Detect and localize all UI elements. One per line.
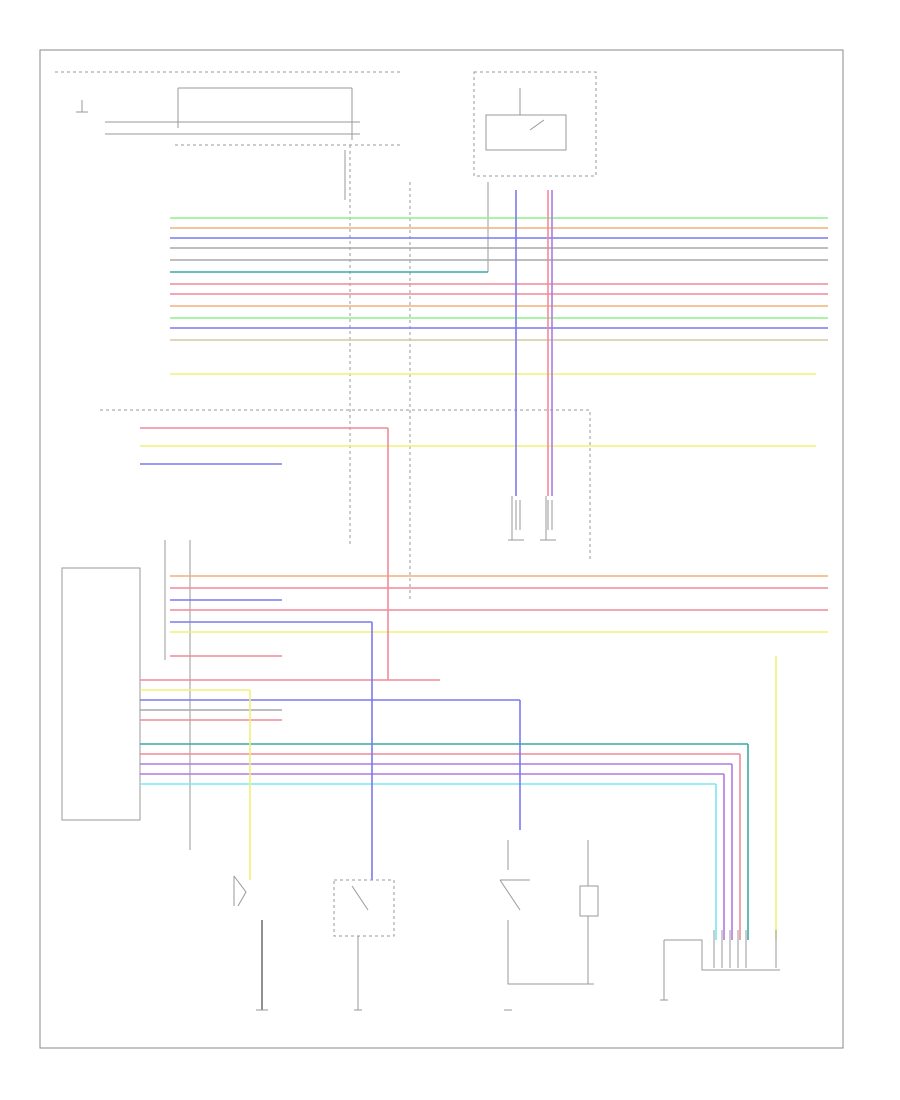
bus-wire-group: [140, 217, 828, 785]
diagram-frame: [39, 49, 844, 1049]
switch-2-bottom: [333, 879, 395, 1010]
sensor-4-bottom: [579, 840, 599, 984]
control-unit-middle: [508, 496, 556, 541]
vertical-wire-group: [249, 190, 777, 940]
relay-box-top-right: [473, 71, 597, 272]
switch-1-bottom: [233, 875, 263, 1010]
ecm-left-block: [61, 145, 591, 850]
switch-3-bottom: [499, 840, 594, 985]
ground-symbols: [256, 999, 668, 1011]
connector-bottom-right: [663, 930, 780, 1000]
fuse-box-top-left: [55, 71, 400, 200]
